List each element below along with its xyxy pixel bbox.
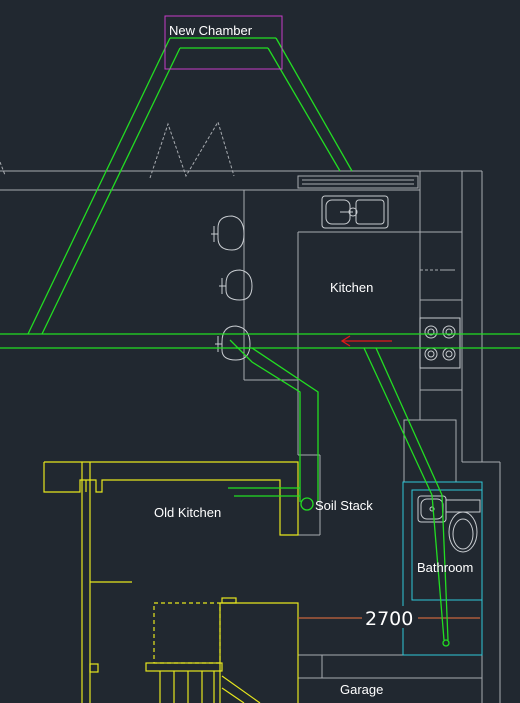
- hob-icon: [419, 317, 461, 369]
- new-chamber-box: [164, 15, 283, 70]
- building-walls: [0, 170, 501, 703]
- roof-hatch: [0, 120, 235, 179]
- garage-label: Garage: [340, 682, 383, 697]
- kitchen-window: [297, 175, 419, 189]
- bathroom-outline: [402, 481, 483, 656]
- toilet-icon: [211, 215, 481, 553]
- dimension-text-backing: [362, 606, 418, 628]
- kitchen-label: Kitchen: [330, 280, 373, 295]
- old-kitchen-label: Old Kitchen: [154, 505, 221, 520]
- soil-stack-label: Soil Stack: [315, 498, 373, 513]
- flow-direction-arrow-icon: [340, 335, 392, 347]
- dimension-value: 2700: [365, 608, 413, 630]
- drainage-runs: [0, 37, 520, 647]
- old-kitchen-structure: [43, 461, 480, 703]
- kitchen-sink-icon: [321, 195, 389, 229]
- bathroom-label: Bathroom: [417, 560, 473, 575]
- new-chamber-label: New Chamber: [169, 23, 253, 38]
